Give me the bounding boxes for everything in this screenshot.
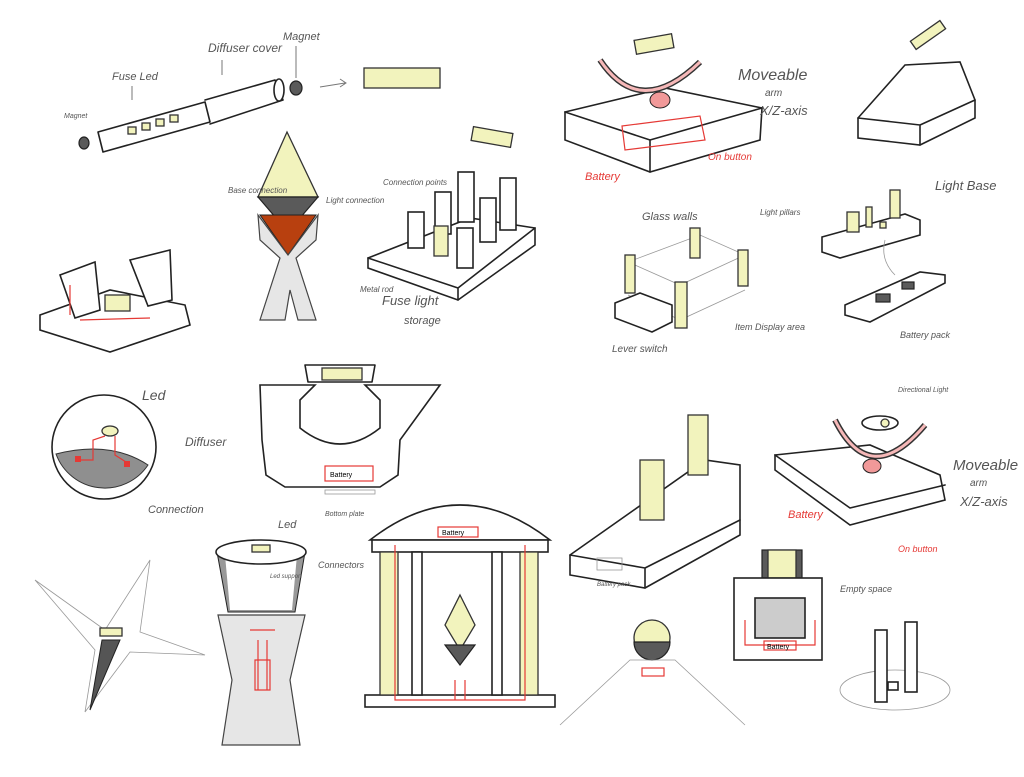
light-base-sketch: Light Base Battery pack [821, 178, 996, 340]
label-directional-light: Directional Light [898, 387, 949, 394]
cone-lamp-sketch: Led Led support Connectors [215, 519, 365, 746]
ramp-stand-sketch: Battery pack [569, 414, 741, 589]
tube-stand-sketch [839, 621, 951, 711]
label-connection-points: Connection points [383, 178, 447, 187]
label-metal-rod: Metal rod [360, 285, 394, 294]
label-battery-gazebo: Battery [442, 530, 465, 537]
label-on-button: On button [708, 152, 752, 163]
crystal-lamp-sketch: Base connection Light connection [228, 130, 385, 321]
label-lever-switch: Lever switch [612, 344, 668, 355]
fuse-storage-sketch: Connection points Metal rod Fuse light s… [360, 125, 536, 327]
label-battery-box: Battery [767, 644, 790, 651]
winged-orb-sketch [559, 619, 746, 726]
display-case-sketch: Glass walls Light pillars Item Display a… [612, 208, 805, 355]
arm-lamp-top-sketch: Moveable arm X/Z-axis Battery On button [564, 33, 808, 183]
label-fuse-led: Fuse Led [112, 71, 159, 83]
label-bottom-plate: Bottom plate [325, 511, 364, 518]
cup-lamp-sketch: Battery Bottom plate [259, 364, 442, 518]
label-connectors: Connectors [318, 560, 365, 570]
label-magnet-left: Magnet [64, 113, 88, 120]
magnet-top [289, 80, 303, 96]
fuse-tube-sketch: Fuse Led Diffuser cover Magnet Magnet [64, 31, 441, 153]
label-magnet-top: Magnet [283, 31, 321, 43]
wedge-stand-sketch [857, 19, 976, 146]
label-connection: Connection [148, 504, 204, 516]
label-light-connection: Light connection [326, 196, 385, 205]
label-base-connection: Base connection [228, 186, 288, 195]
label-moveable-arm: Moveable [738, 67, 807, 84]
orb-lamp-sketch: Led Diffuser Connection [51, 387, 227, 516]
label-led: Led [142, 387, 167, 403]
label-battery-pack: Battery pack [900, 330, 951, 340]
label-arm: arm [765, 88, 782, 99]
label-led-support: Led support [270, 574, 302, 580]
block-frame-sketch [39, 248, 191, 353]
label-battery-pack-ramp: Battery pack [597, 582, 631, 588]
label-battery-arm-bottom: Battery [788, 509, 824, 521]
star-lamp-sketch [34, 559, 206, 713]
gazebo-sketch: Battery [364, 504, 556, 708]
magnet-left [78, 136, 90, 150]
label-diffuser: Diffuser [185, 435, 227, 449]
label-axis: X/Z-axis [759, 103, 808, 118]
label-empty-space: Empty space [840, 584, 892, 594]
label-arm-bottom: arm [970, 478, 987, 489]
label-item-display: Item Display area [735, 322, 805, 332]
label-light-pillars: Light pillars [760, 208, 800, 217]
box-lamp-sketch: Battery Empty space [733, 549, 892, 661]
label-axis-bottom: X/Z-axis [959, 494, 1008, 509]
label-light-base: Light Base [935, 178, 996, 193]
label-on-button-bottom: On button [898, 544, 938, 554]
label-fuse-light: Fuse light [382, 293, 440, 308]
label-storage: storage [404, 315, 441, 327]
label-battery: Battery [330, 472, 353, 479]
label-led-cone: Led [278, 519, 297, 531]
label-diffuser-cover: Diffuser cover [208, 41, 283, 55]
label-battery: Battery [585, 171, 621, 183]
arm-lamp-bottom-sketch: Directional Light Moveable arm X/Z-axis … [774, 387, 1018, 554]
label-glass-walls: Glass walls [642, 211, 698, 223]
label-moveable-arm-bottom: Moveable [953, 457, 1018, 474]
